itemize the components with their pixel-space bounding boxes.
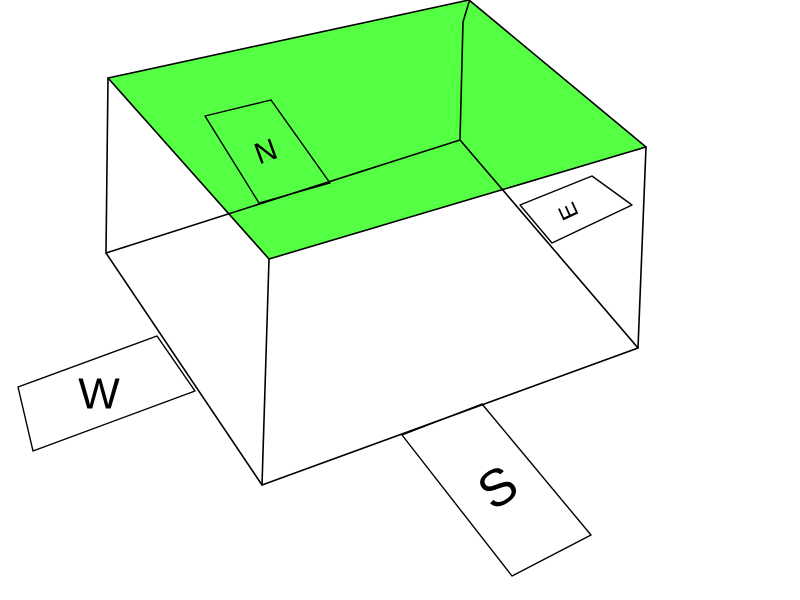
- box-edges: [105, 0, 647, 486]
- west-flap: W: [17, 335, 196, 452]
- top-face: [108, 0, 646, 259]
- west-label: W: [78, 370, 120, 419]
- south-flap: S: [401, 403, 592, 577]
- east-flap: E: [519, 175, 633, 244]
